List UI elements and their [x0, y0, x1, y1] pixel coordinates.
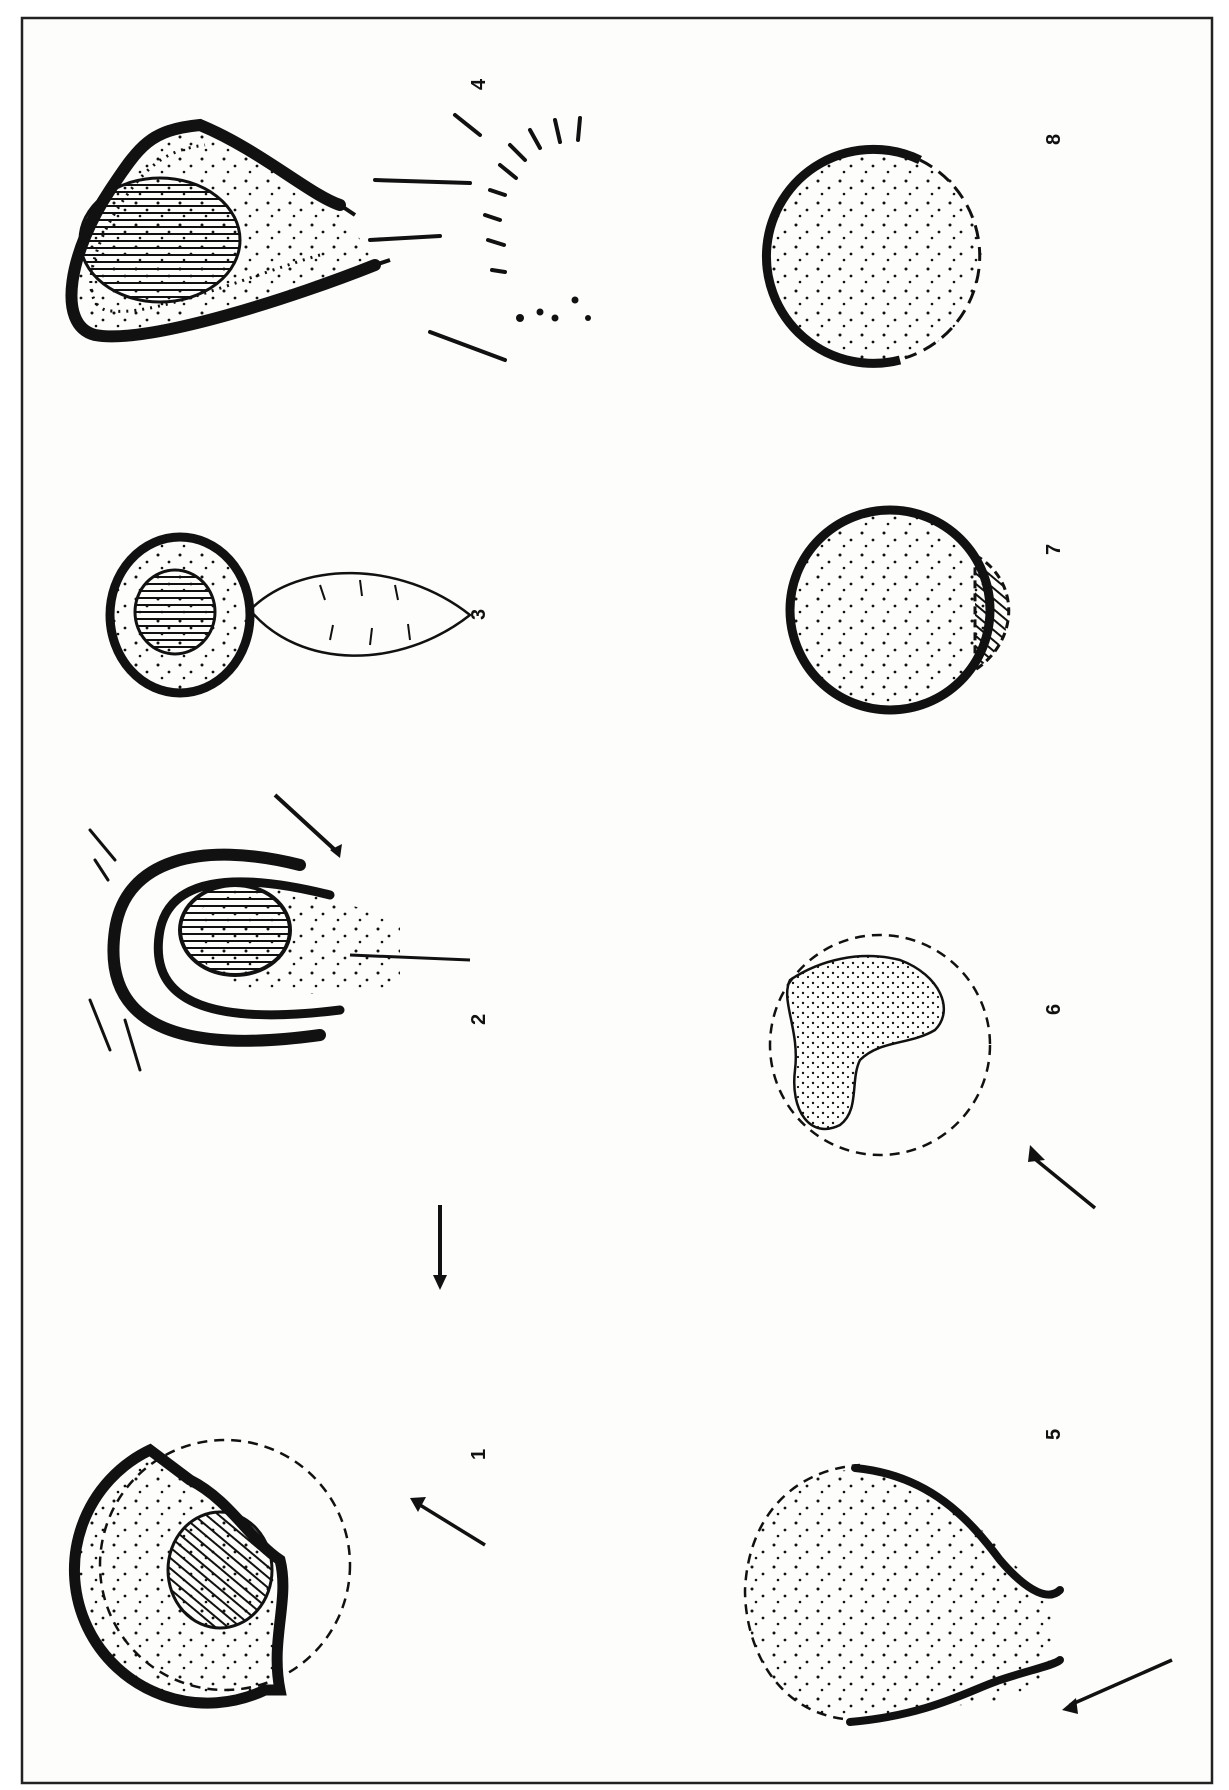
figure-3-label: 3: [468, 609, 490, 620]
figure-7-label: 7: [1043, 544, 1065, 555]
figure-4-label: 4: [468, 78, 490, 90]
figure-6-label: 6: [1043, 1004, 1065, 1015]
figure-7-cell: [790, 510, 990, 710]
figure-4-nucleus: [80, 178, 240, 302]
figure-1-stained-nucleus: [168, 1512, 272, 1628]
figure-5-label: 5: [1043, 1429, 1065, 1440]
figure-2-nucleus: [180, 885, 290, 975]
figure-2-label: 2: [468, 1014, 490, 1025]
figure-1-label: 1: [468, 1449, 490, 1460]
figure-8-label: 8: [1043, 134, 1065, 145]
figure-3-nucleus: [135, 570, 215, 654]
